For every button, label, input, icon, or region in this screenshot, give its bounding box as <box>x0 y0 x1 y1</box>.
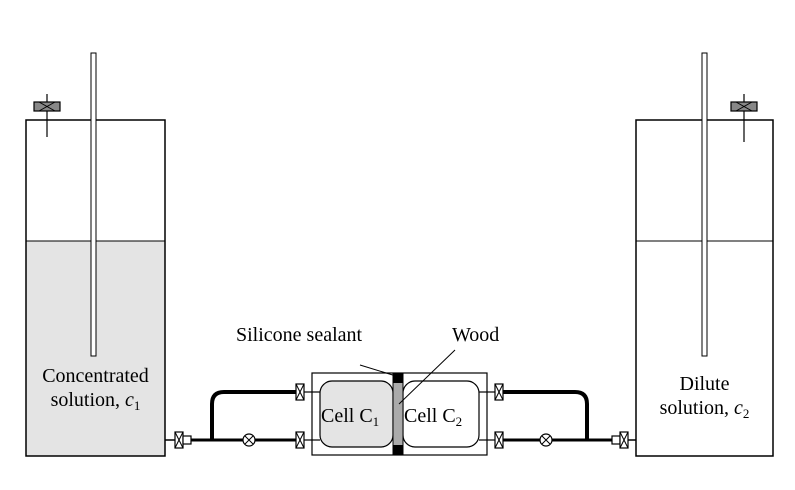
cell-c1-label: Cell C1 <box>321 405 380 429</box>
right-tank <box>635 52 774 457</box>
right-tank-dip-tube <box>701 52 708 357</box>
wood-pointer <box>398 349 456 405</box>
left-tank-label: Concentrated solution, c1 <box>28 364 163 418</box>
left-tank <box>25 52 166 457</box>
silicone-sealant-bottom <box>393 445 403 455</box>
right-tank-label-line2: solution, c2 <box>659 397 750 421</box>
diffusion-cell <box>311 372 488 456</box>
wood-membrane <box>392 372 404 456</box>
right-tank-label: Dilute solution, c2 <box>638 372 771 426</box>
silicone-sealant-label: Silicone sealant <box>236 324 363 346</box>
right-tubing <box>479 390 636 442</box>
left-tank-dip-tube <box>90 52 97 357</box>
left-tank-label-line1: Concentrated <box>42 365 149 387</box>
left-tank-label-line2: solution, c1 <box>50 389 141 413</box>
wood-label: Wood <box>452 324 500 346</box>
cell-c2-label: Cell C2 <box>404 405 463 429</box>
silicone-sealant-top <box>393 373 403 383</box>
sealant-pointer <box>359 364 397 377</box>
right-tank-label-line1: Dilute <box>679 373 730 395</box>
